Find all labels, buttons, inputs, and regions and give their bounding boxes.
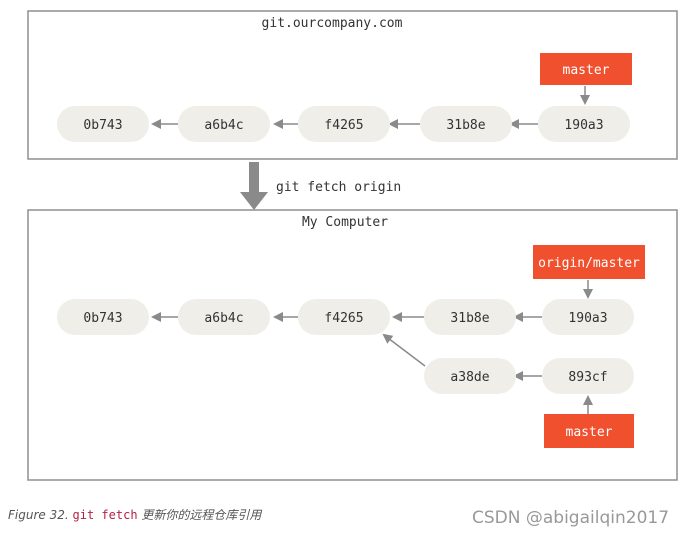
fetch-command: git fetch origin	[276, 180, 401, 195]
commit-node-shape	[57, 106, 149, 142]
ref-label: origin/master	[538, 256, 640, 271]
local-commit-a6b4c: a6b4c	[178, 299, 270, 335]
caption-prefix: Figure 32.	[8, 508, 69, 522]
arrow-head	[240, 192, 268, 210]
commit-node-shape	[420, 106, 512, 142]
remote-commit-f4265: f4265	[298, 106, 390, 142]
remote-commit-0b743: 0b743	[57, 106, 149, 142]
caption-code: git fetch	[72, 508, 138, 522]
remote-commit-31b8e: 31b8e	[420, 106, 512, 142]
remote-master-ref: master	[540, 53, 632, 85]
remote-commit-190a3: 190a3	[538, 106, 630, 142]
ref-shape	[544, 414, 634, 448]
caption-suffix: 更新你的远程仓库引用	[141, 508, 262, 522]
fetch-transition-arrow	[240, 162, 268, 210]
commit-label: 0b743	[83, 118, 122, 133]
remote-repo-title: git.ourcompany.com	[262, 16, 403, 31]
commit-label: a6b4c	[204, 118, 243, 133]
commit-label: f4265	[324, 118, 363, 133]
ref-shape	[540, 53, 632, 85]
commit-label: 31b8e	[446, 118, 485, 133]
local-edges	[151, 280, 593, 414]
commit-label: 190a3	[568, 311, 607, 326]
commit-label: f4265	[324, 311, 363, 326]
commit-node-shape	[298, 299, 390, 335]
commit-label: a38de	[450, 370, 489, 385]
commit-node-shape	[424, 299, 516, 335]
local-repo-title: My Computer	[302, 215, 388, 230]
commit-node-shape	[424, 358, 516, 394]
ref-shape	[533, 245, 645, 279]
commit-node-shape	[298, 106, 390, 142]
commit-node-shape	[178, 299, 270, 335]
ref-label: master	[563, 63, 610, 78]
local-commit-a38de: a38de	[424, 358, 516, 394]
local-commit-893cf: 893cf	[542, 358, 634, 394]
local-commit-31b8e: 31b8e	[424, 299, 516, 335]
local-commit-f4265: f4265	[298, 299, 390, 335]
commit-node-shape	[538, 106, 630, 142]
commit-label: 31b8e	[450, 311, 489, 326]
ref-label: master	[566, 425, 613, 440]
commit-node-shape	[542, 358, 634, 394]
commit-label: 893cf	[568, 370, 607, 385]
figure-caption: Figure 32. git fetch 更新你的远程仓库引用	[8, 506, 261, 523]
commit-label: a6b4c	[204, 311, 243, 326]
local-commit-190a3: 190a3	[542, 299, 634, 335]
remote-edges	[151, 86, 590, 129]
commit-label: 0b743	[83, 311, 122, 326]
arrow-shaft	[249, 162, 259, 192]
remote-commit-a6b4c: a6b4c	[178, 106, 270, 142]
commit-label: 190a3	[564, 118, 603, 133]
local-commit-0b743: 0b743	[57, 299, 149, 335]
edge-a38de-to-f4265	[382, 333, 426, 367]
csdn-watermark: CSDN @abigailqin2017	[472, 508, 670, 528]
local-master-ref: master	[544, 414, 634, 448]
commit-node-shape	[542, 299, 634, 335]
commit-node-shape	[178, 106, 270, 142]
commit-node-shape	[57, 299, 149, 335]
local-origin-master-ref: origin/master	[533, 245, 645, 279]
